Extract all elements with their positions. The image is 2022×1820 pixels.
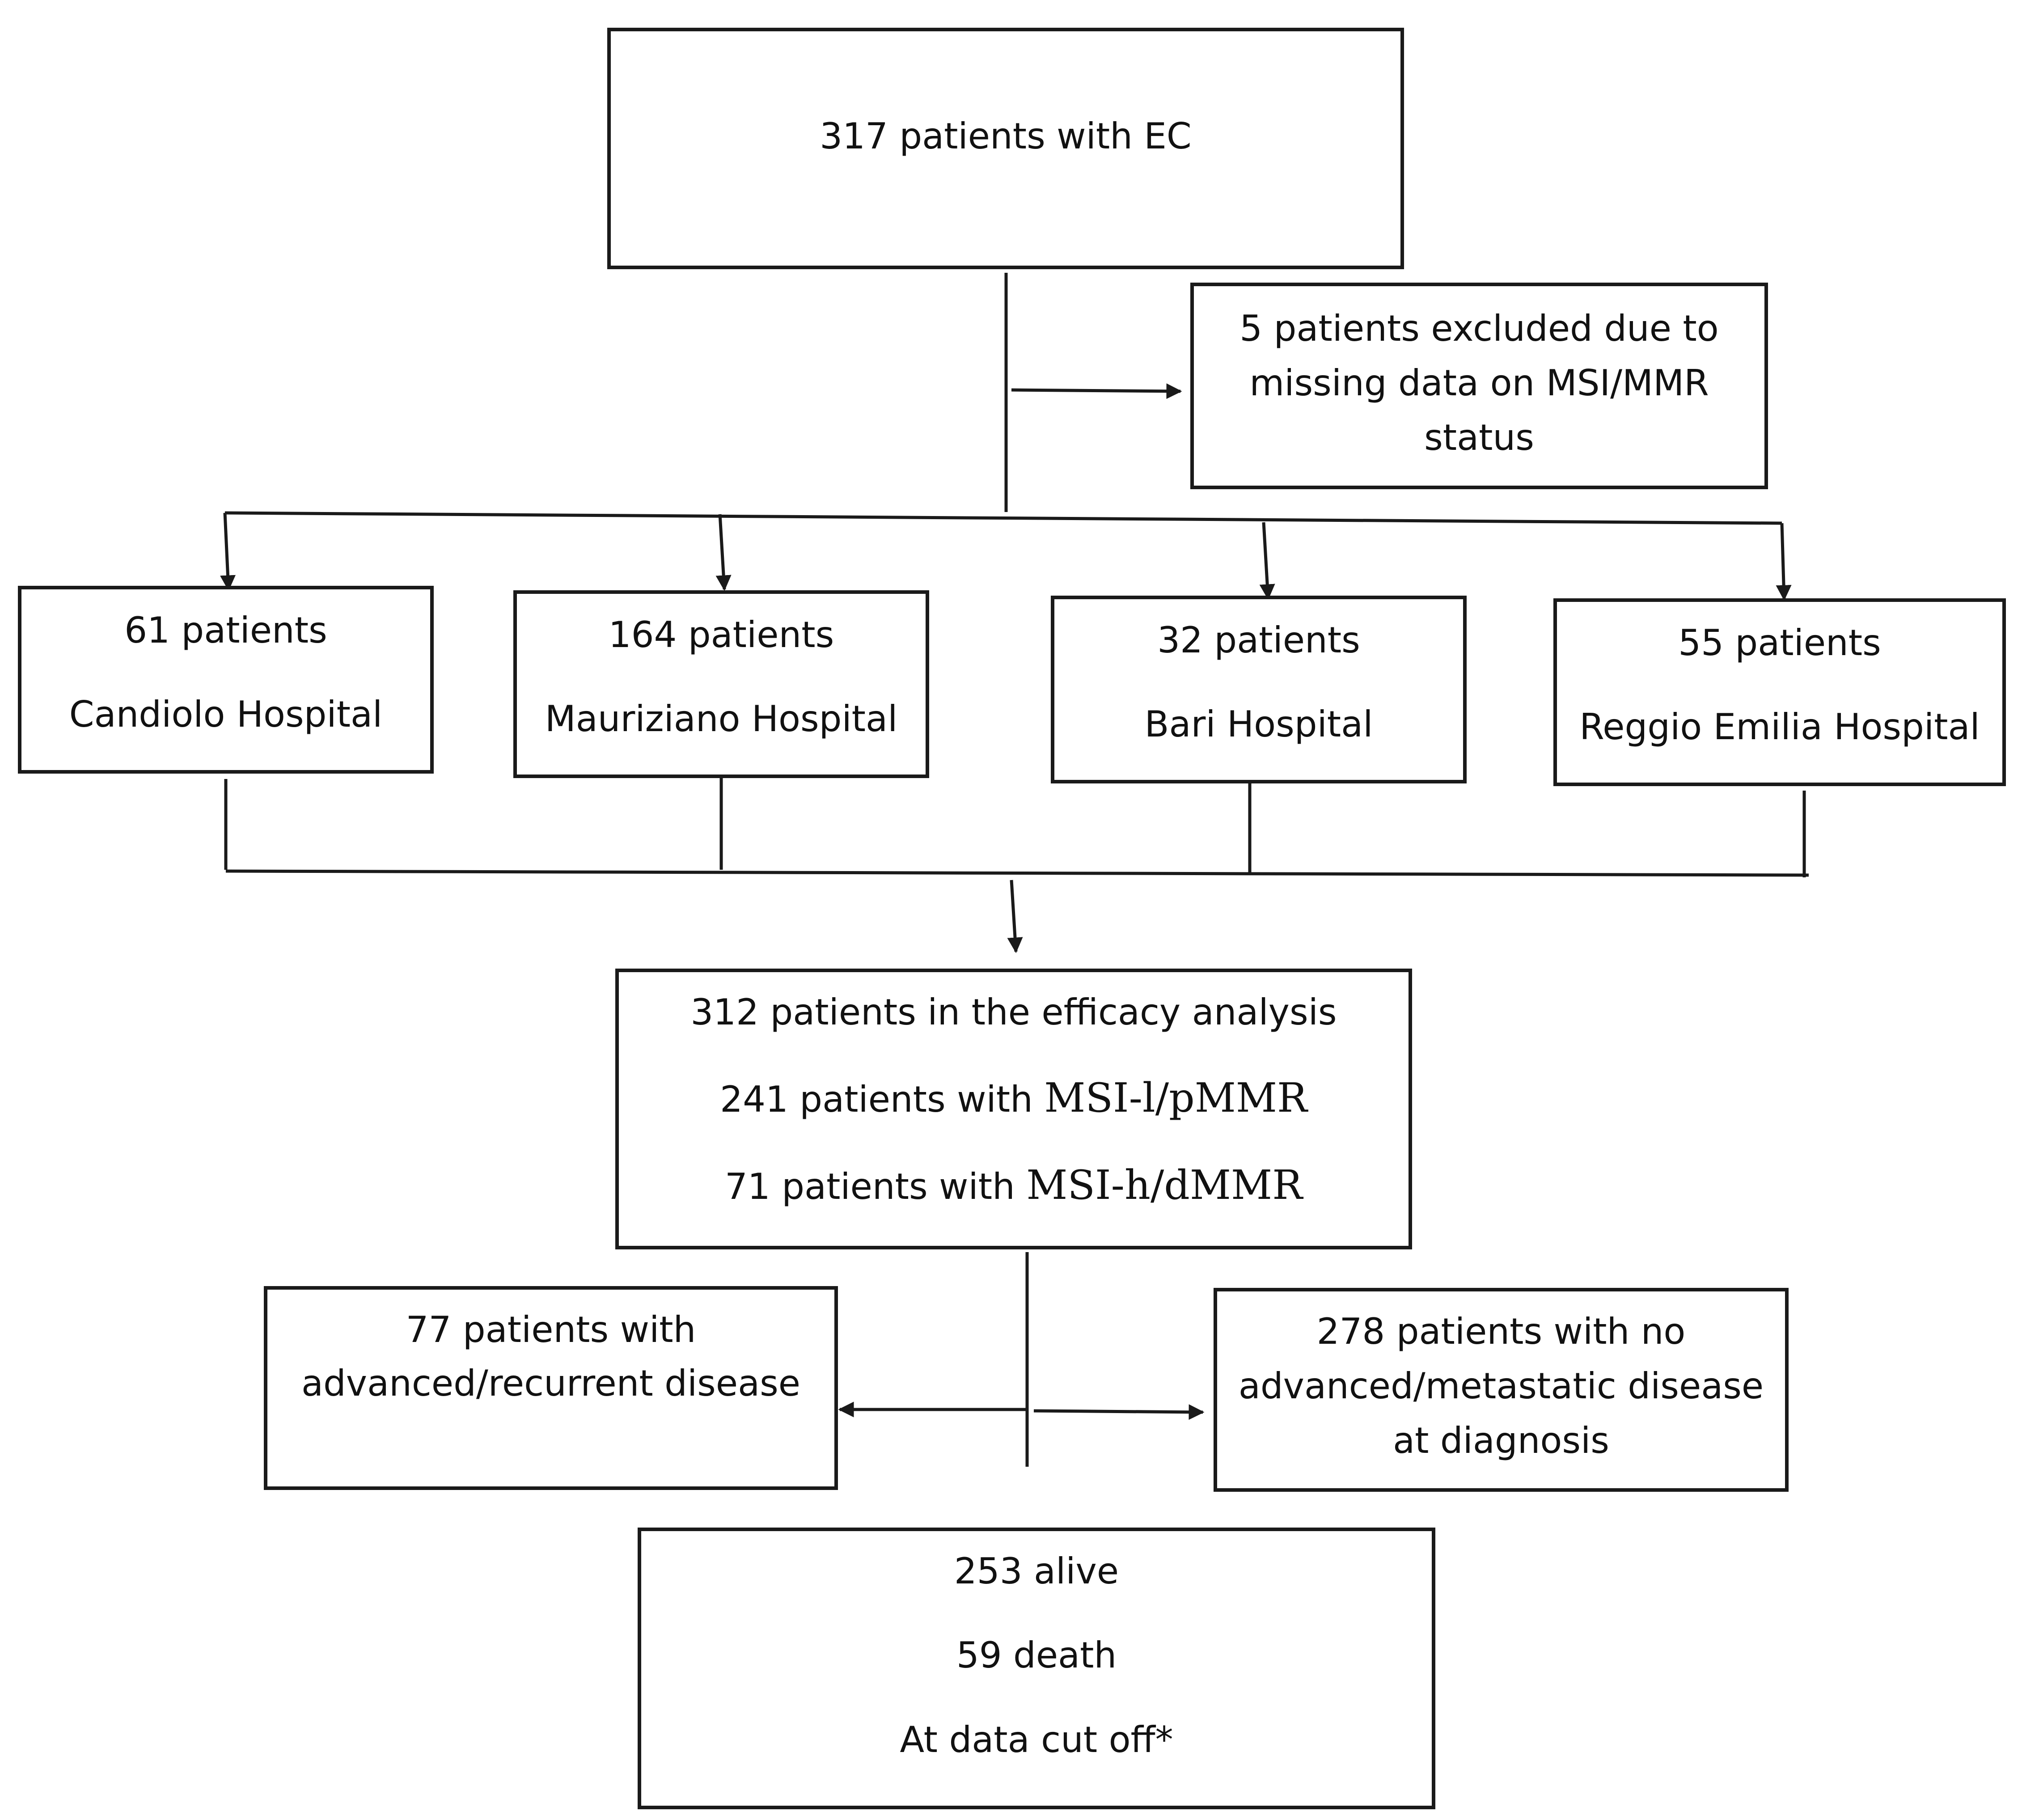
efficacy-analysis-box: 312 patients in the efficacy analysis 24… — [615, 969, 1412, 1249]
total-patients-box: 317 patients with EC — [607, 28, 1404, 269]
no-advanced-line-1: 278 patients with no — [1316, 1311, 1686, 1352]
arrow-to-candiolo — [220, 512, 236, 591]
reggio-name: Reggio Emilia Hospital — [1579, 706, 1980, 748]
mauriziano-count: 164 patients — [608, 614, 834, 656]
msi-high-term: MSI-h/dMMR — [1026, 1162, 1303, 1209]
excluded-line-2: missing data on MSI/MMR — [1249, 362, 1709, 404]
advanced-disease-box: 77 patients with advanced/recurrent dise… — [264, 1286, 838, 1490]
msi-low-count: 241 patients with — [720, 1079, 1045, 1120]
advanced-line-2: advanced/recurrent disease — [301, 1363, 800, 1404]
no-advanced-disease-box: 278 patients with no advanced/metastatic… — [1214, 1288, 1789, 1492]
arrow-to-bari — [1259, 522, 1275, 600]
mauriziano-hospital-box: 164 patients Mauriziano Hospital — [513, 590, 929, 778]
arrow-to-reggio — [1776, 523, 1792, 601]
msi-high-count: 71 patients with — [725, 1166, 1027, 1207]
efficacy-total: 312 patients in the efficacy analysis — [690, 991, 1337, 1033]
no-advanced-line-2: advanced/metastatic disease — [1238, 1365, 1764, 1407]
total-patients-text: 317 patients with EC — [820, 115, 1192, 157]
outcome-death: 59 death — [956, 1634, 1117, 1676]
excluded-line-3: status — [1424, 417, 1534, 458]
distribution-bar — [224, 511, 1782, 525]
outcome-cutoff: At data cut off* — [900, 1719, 1173, 1761]
reggio-count: 55 patients — [1678, 622, 1881, 664]
arrow-to-no-advanced — [1033, 1404, 1205, 1420]
reggio-emilia-hospital-box: 55 patients Reggio Emilia Hospital — [1553, 598, 2006, 786]
bari-name: Bari Hospital — [1144, 703, 1373, 745]
arrow-to-efficacy — [1007, 880, 1023, 953]
efficacy-msi-high: 71 patients with MSI-h/dMMR — [619, 1163, 1409, 1209]
merge-bar — [225, 869, 1809, 877]
candiolo-count: 61 patients — [124, 609, 327, 651]
excluded-line-1: 5 patients excluded due to — [1239, 308, 1719, 349]
excluded-patients-box: 5 patients excluded due to missing data … — [1190, 283, 1768, 489]
bari-count: 32 patients — [1157, 619, 1360, 661]
candiolo-name: Candiolo Hospital — [69, 694, 383, 735]
outcome-alive: 253 alive — [954, 1550, 1119, 1592]
no-advanced-line-3: at diagnosis — [1393, 1420, 1609, 1461]
advanced-line-1: 77 patients with — [406, 1309, 696, 1350]
arrow-to-mauriziano — [715, 514, 732, 591]
msi-low-term: MSI-l/pMMR — [1044, 1075, 1307, 1122]
efficacy-msi-low: 241 patients with MSI-l/pMMR — [619, 1076, 1409, 1122]
candiolo-hospital-box: 61 patients Candiolo Hospital — [18, 586, 434, 774]
outcome-box: 253 alive 59 death At data cut off* — [638, 1528, 1435, 1809]
bari-hospital-box: 32 patients Bari Hospital — [1051, 596, 1467, 783]
exclusion-arrow — [1011, 383, 1182, 399]
mauriziano-name: Mauriziano Hospital — [545, 698, 898, 740]
